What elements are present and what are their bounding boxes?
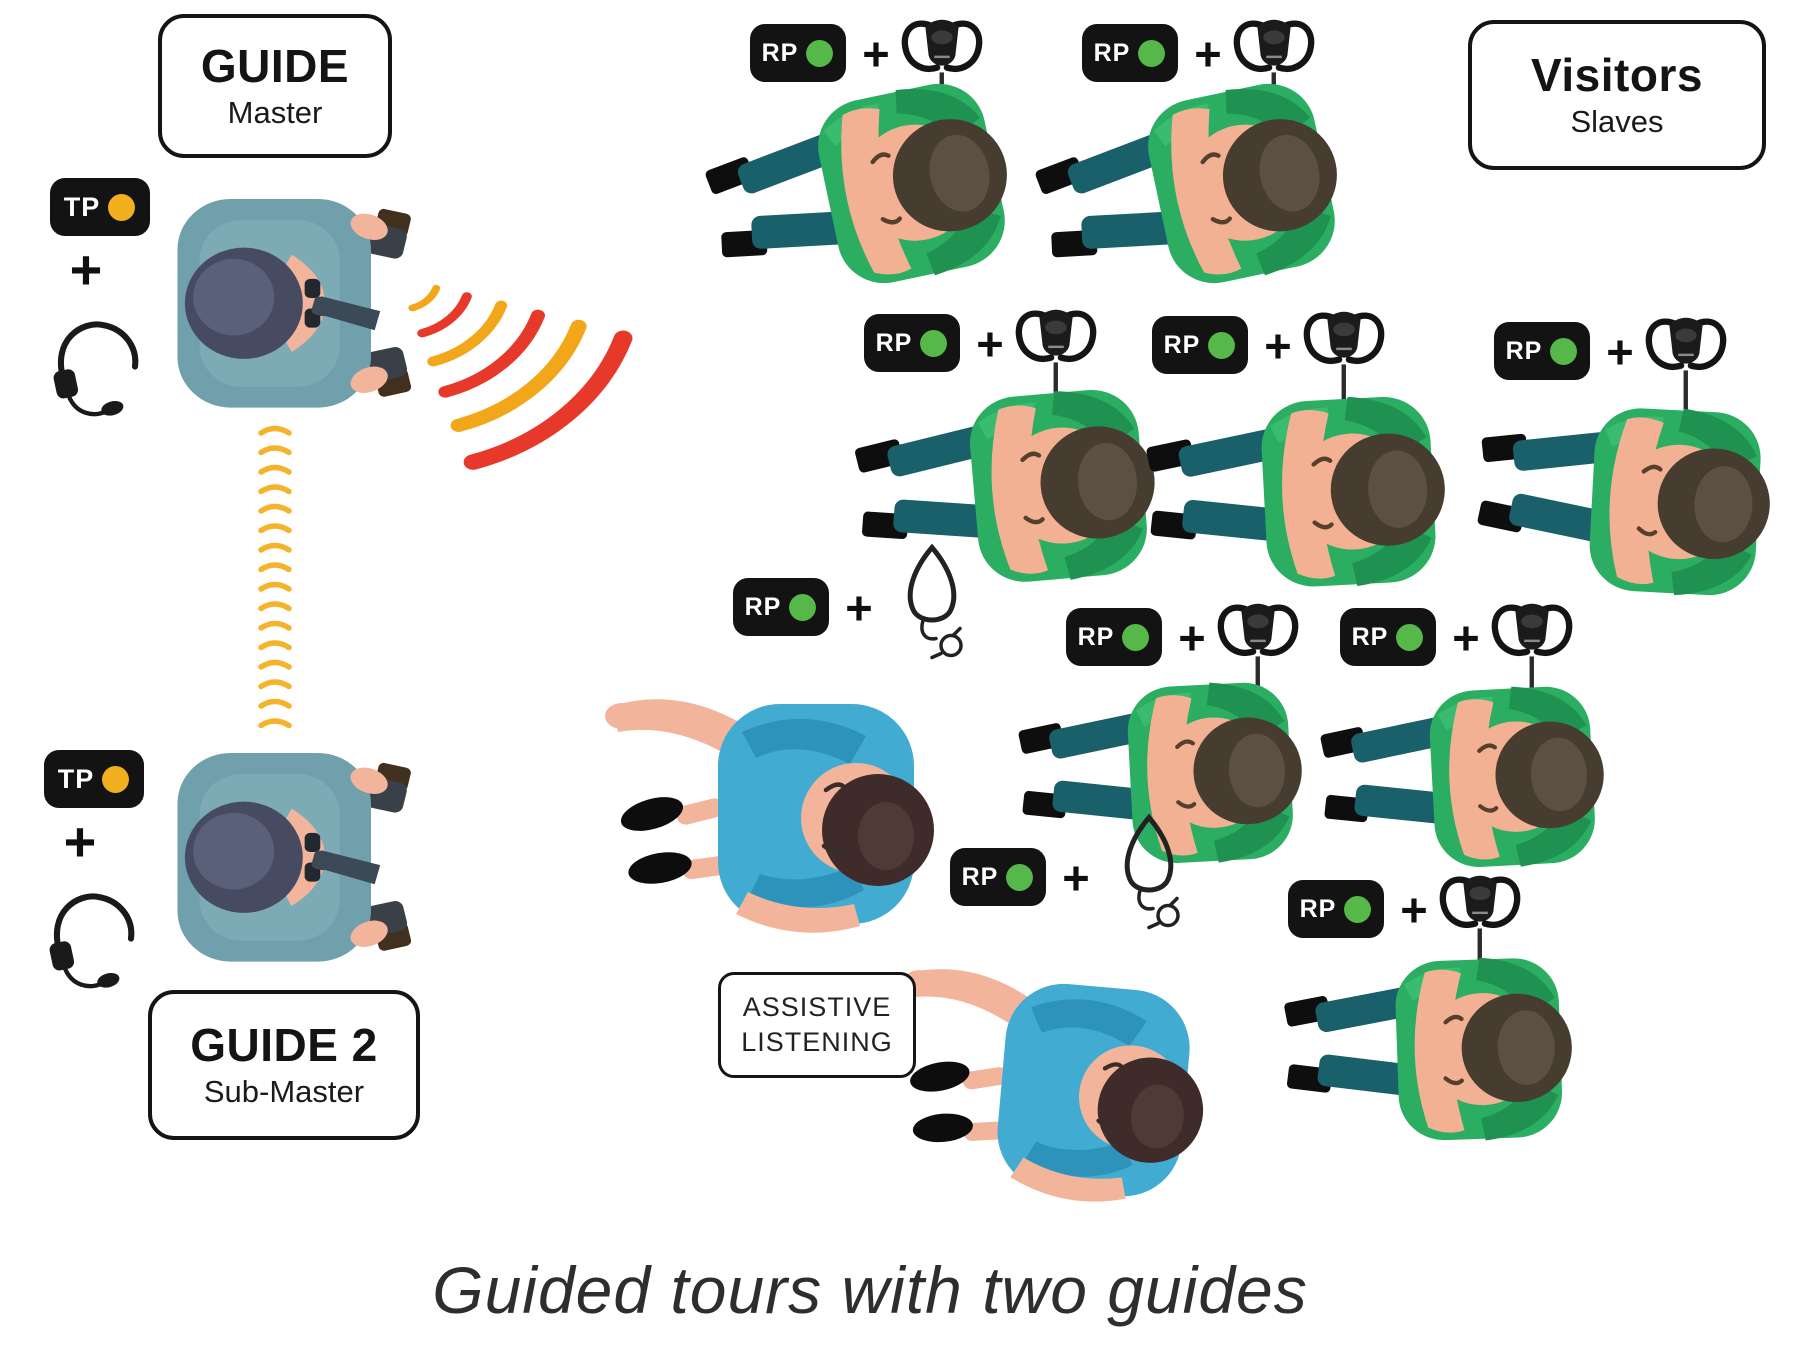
rp-receiver-badge: RP <box>1066 608 1162 666</box>
guide-master-subtitle: Master <box>227 95 323 131</box>
plus-sign: + <box>1194 26 1222 80</box>
visitor-figure <box>1282 947 1574 1155</box>
rp-receiver-badge: RP <box>1082 24 1178 82</box>
visitor-figure <box>1473 391 1773 608</box>
rp-led-icon <box>1138 39 1166 67</box>
plus-sign: + <box>1606 324 1634 378</box>
guide-master-title: GUIDE <box>200 40 350 93</box>
rp-label: RP <box>1505 336 1543 365</box>
assistive-visitor-figure <box>596 648 936 948</box>
rp-led-icon <box>1122 623 1150 651</box>
neckloop-icon <box>1102 810 1197 938</box>
assistive-visitor-figure <box>876 917 1219 1226</box>
rp-receiver-badge: RP <box>1494 322 1590 380</box>
rp-label: RP <box>1299 894 1337 923</box>
rp-receiver-badge: RP <box>750 24 846 82</box>
rp-label: RP <box>1093 38 1131 67</box>
rp-label: RP <box>761 38 799 67</box>
rp-led-icon <box>920 329 948 357</box>
rp-label: RP <box>1163 330 1201 359</box>
assistive-line2: LISTENING <box>741 1027 893 1057</box>
rp-receiver-badge: RP <box>1288 880 1384 938</box>
guide-sub-title: GUIDE 2 <box>190 1019 378 1072</box>
rp-label: RP <box>961 862 999 891</box>
plus-sign: + <box>69 237 103 301</box>
rp-led-icon <box>789 593 817 621</box>
guide-figure <box>177 198 413 408</box>
visitor-figure <box>694 64 1025 326</box>
visitor-figure <box>1143 384 1448 604</box>
tp-led-icon <box>108 193 136 221</box>
plus-sign: + <box>976 316 1004 370</box>
diagram-caption: Guided tours with two guides <box>432 1253 1308 1327</box>
visitor-figure <box>1024 64 1355 326</box>
rp-receiver-badge: RP <box>864 314 960 372</box>
plus-sign: + <box>1264 318 1292 372</box>
plus-sign: + <box>1062 850 1090 904</box>
tp-label: TP <box>57 763 95 794</box>
rp-receiver-badge: RP <box>1152 316 1248 374</box>
visitor-figure <box>1317 675 1607 884</box>
guide-figure <box>177 752 413 962</box>
rp-receiver-badge: RP <box>950 848 1046 906</box>
guide-master-label: GUIDE Master <box>158 14 392 158</box>
headset-icon <box>48 312 148 422</box>
rp-receiver-badge: RP <box>733 578 829 636</box>
assistive-line1: ASSISTIVE <box>742 991 892 1022</box>
visitors-label: Visitors Slaves <box>1468 20 1766 170</box>
rp-label: RP <box>1077 622 1115 651</box>
rp-label: RP <box>744 592 782 621</box>
plus-sign: + <box>63 809 97 873</box>
rp-led-icon <box>1006 863 1034 891</box>
assistive-listening-label: ASSISTIVE LISTENING <box>718 972 916 1078</box>
headset-icon <box>44 884 144 994</box>
signal-waves-icon <box>408 284 633 470</box>
rp-led-icon <box>1344 895 1372 923</box>
rp-led-icon <box>806 39 834 67</box>
dotted-link-icon <box>258 425 292 729</box>
tp-transmitter-badge: TP <box>44 750 144 808</box>
rp-led-icon <box>1550 337 1578 365</box>
plus-sign: + <box>845 580 873 634</box>
guide-sub-master-label: GUIDE 2 Sub-Master <box>148 990 420 1140</box>
visitors-subtitle: Slaves <box>1570 104 1664 140</box>
plus-sign: + <box>1178 610 1206 664</box>
tp-transmitter-badge: TP <box>50 178 150 236</box>
rp-receiver-badge: RP <box>1340 608 1436 666</box>
rp-led-icon <box>1208 331 1236 359</box>
rp-label: RP <box>875 328 913 357</box>
guide-sub-subtitle: Sub-Master <box>203 1074 365 1110</box>
plus-sign: + <box>1400 882 1428 936</box>
visitors-title: Visitors <box>1531 49 1703 102</box>
plus-sign: + <box>1452 610 1480 664</box>
tp-label: TP <box>63 191 101 222</box>
rp-led-icon <box>1396 623 1424 651</box>
plus-sign: + <box>862 26 890 80</box>
rp-label: RP <box>1351 622 1389 651</box>
tp-led-icon <box>102 765 130 793</box>
